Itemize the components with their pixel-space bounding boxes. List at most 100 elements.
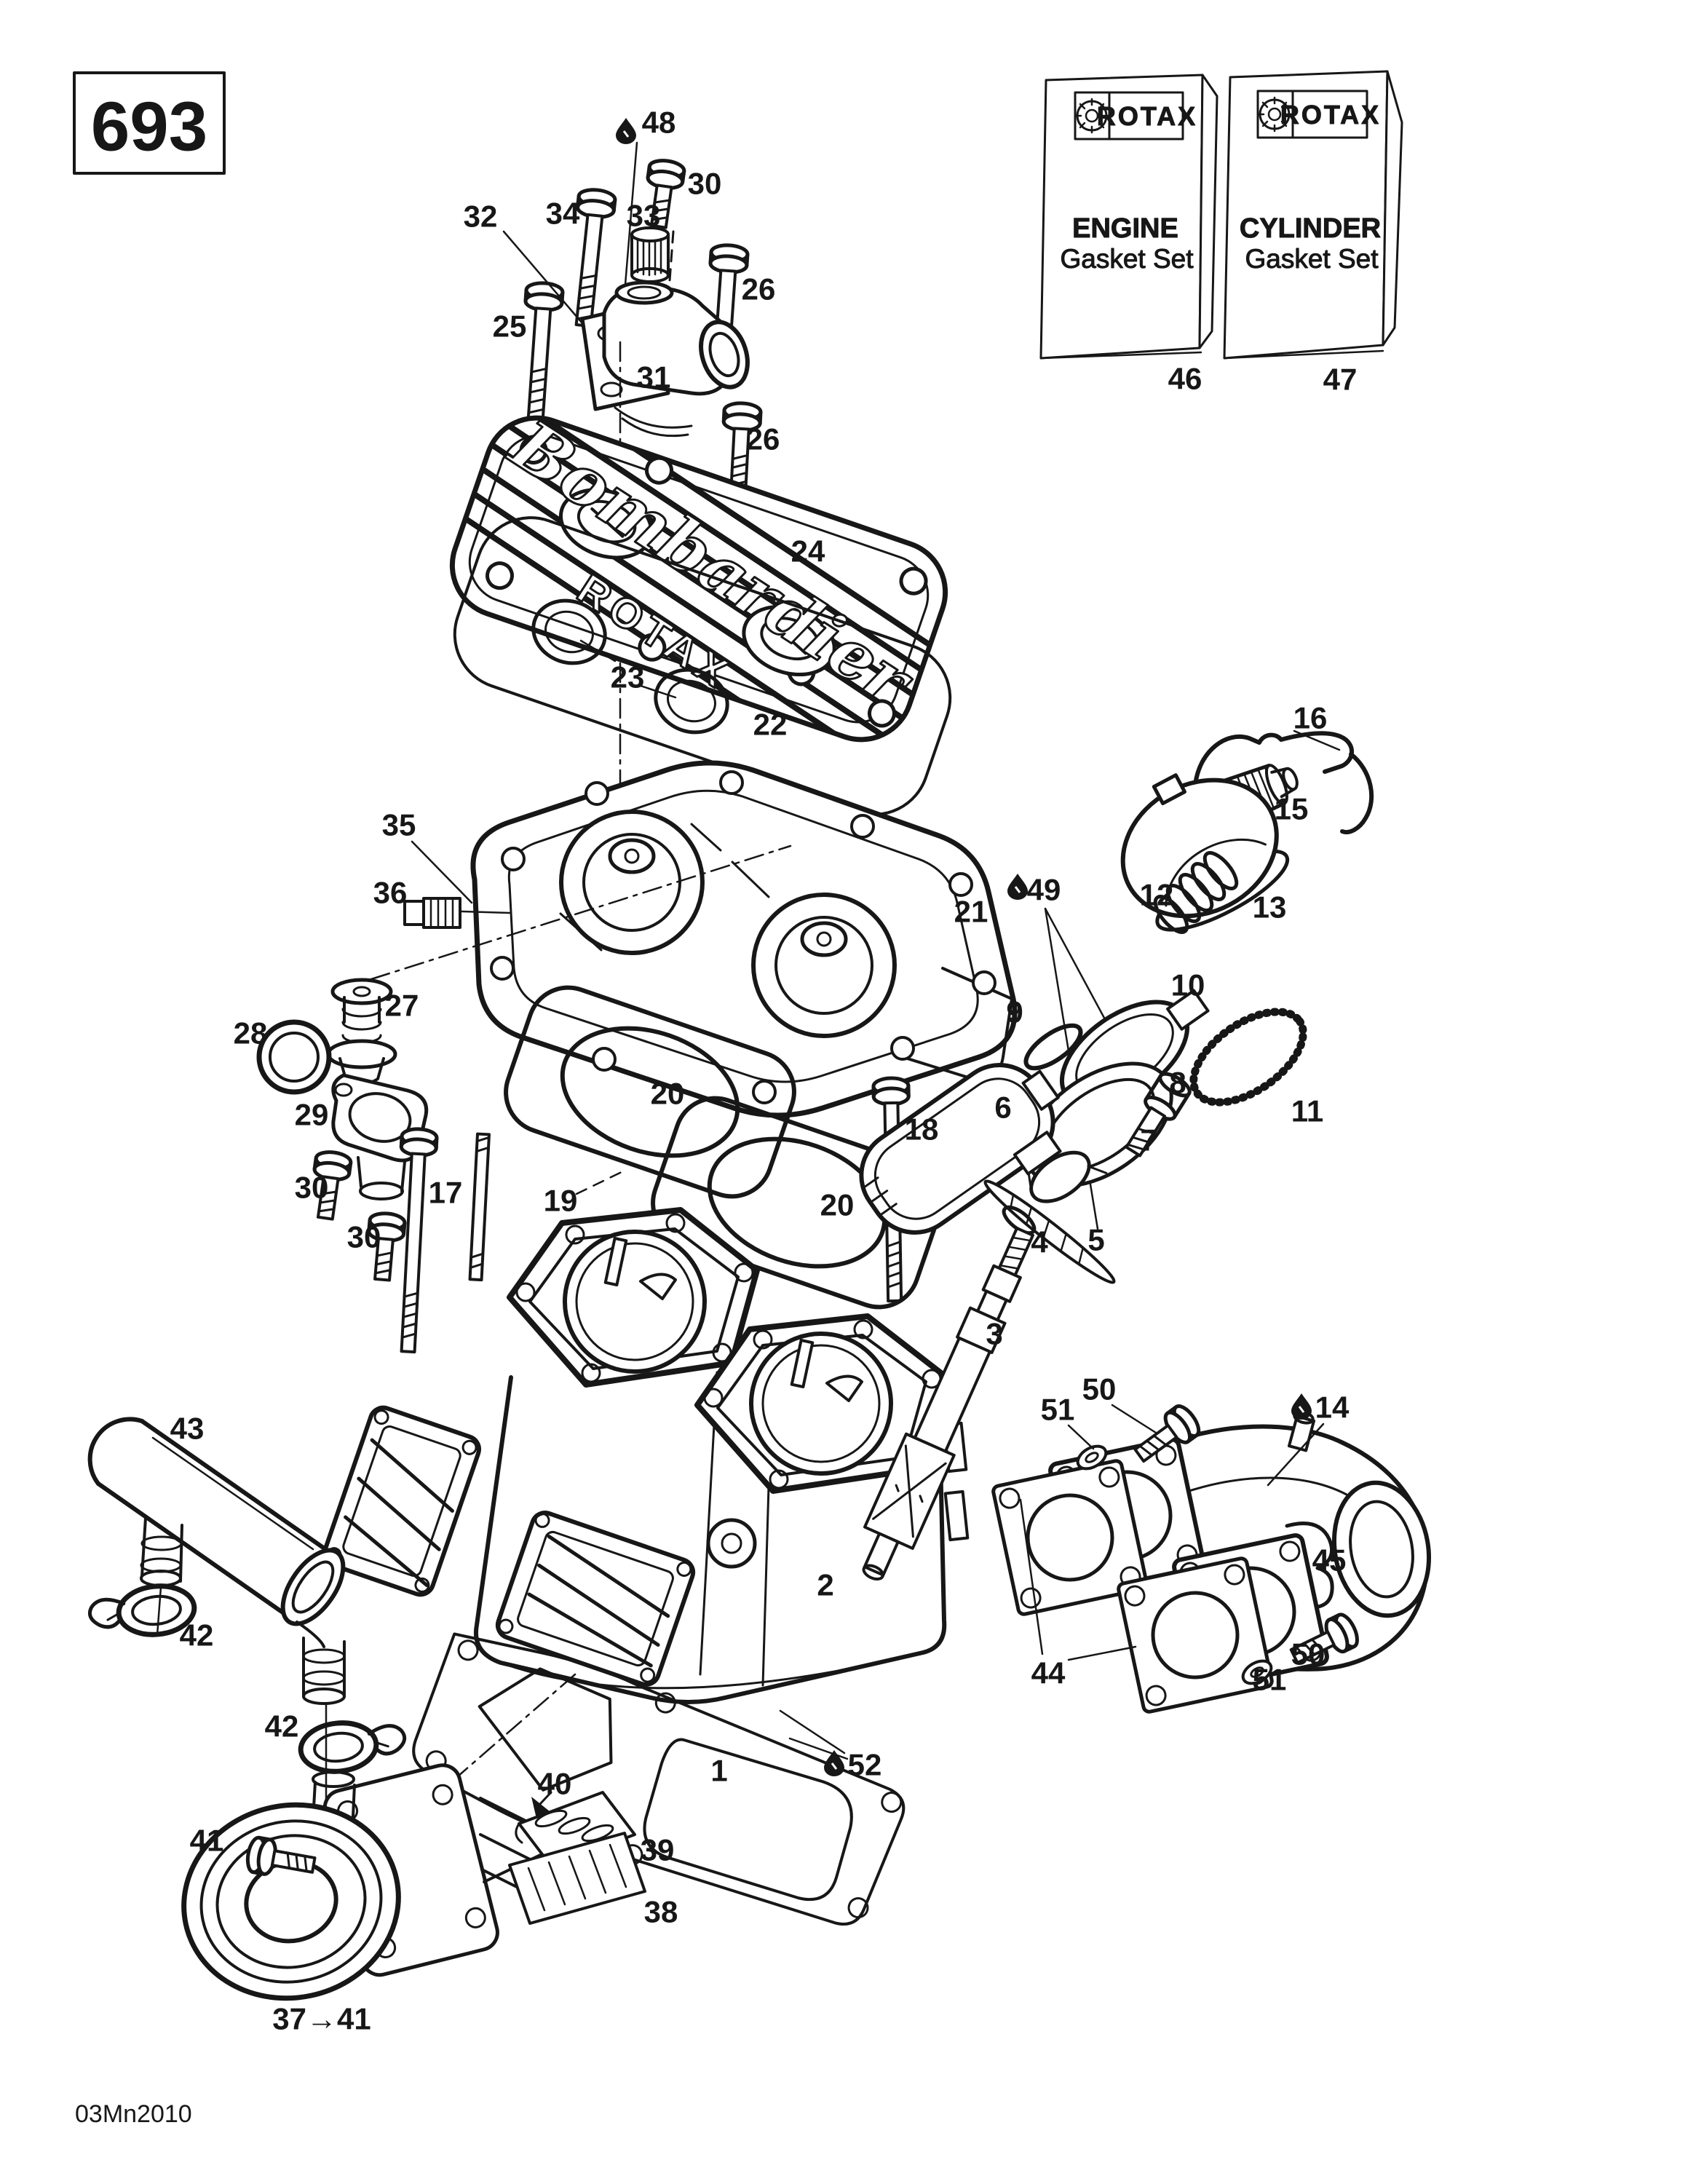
part-callout-11: 11 [1291, 1094, 1323, 1128]
part-callout-41: 41 [190, 1824, 224, 1858]
part-callout-2: 2 [817, 1568, 833, 1602]
coolant-tube-43 [87, 1417, 346, 1705]
o-ring-11 [1189, 1008, 1307, 1107]
cylinder-gasket-set-package: ROTAX CYLINDER Gasket Set [1223, 70, 1403, 360]
part-callout-39: 39 [641, 1833, 675, 1867]
model-number: 693 [91, 88, 207, 166]
part-callout-12: 12 [1140, 878, 1174, 912]
direction-arrow-40 [531, 1791, 552, 1819]
part-callout-51: 51 [1041, 1393, 1075, 1427]
part-callout-52: 52 [848, 1748, 882, 1782]
brand-text: ROTAX [1097, 101, 1197, 131]
thermostat-housing-31 [580, 280, 750, 438]
o-ring-23a [531, 598, 607, 665]
cylinder-head-21 [470, 760, 1018, 1118]
part-callout-20: 20 [651, 1077, 685, 1111]
o-ring-23b [654, 668, 729, 735]
part-callout-30: 30 [688, 167, 722, 201]
head-gasket-20b [651, 1096, 943, 1310]
cylinder-block-2 [322, 1207, 970, 1704]
socket-bolt-7 [1125, 1072, 1192, 1158]
package-subtitle: Gasket Set [1060, 244, 1194, 274]
part-callout-23: 23 [611, 660, 645, 695]
package-subtitle: Gasket Set [1245, 244, 1379, 274]
part-callout-42: 42 [180, 1618, 214, 1653]
part-callout-18: 18 [905, 1112, 939, 1147]
part-callout-50: 50 [1082, 1372, 1117, 1406]
part-callout-49: 49 [1027, 873, 1061, 907]
oil-drop-icon [614, 116, 638, 146]
part-callout-26: 26 [742, 272, 776, 306]
rotax-gear-icon [1256, 96, 1293, 132]
plug-36 [403, 897, 511, 929]
part-callout-30: 30 [347, 1220, 381, 1254]
part-callout-13: 13 [1253, 890, 1287, 925]
rotax-gear-icon [1074, 98, 1110, 134]
part-callout-40: 40 [538, 1767, 572, 1801]
part-callout-15: 15 [1275, 792, 1309, 826]
rotax-logo: ROTAX [1074, 91, 1197, 141]
part-callout-50: 50 [1291, 1637, 1326, 1671]
bolt-25 [518, 282, 563, 420]
part-callout-31: 31 [637, 360, 671, 395]
part-callout-34: 34 [546, 197, 580, 231]
part-callout-25: 25 [493, 309, 527, 344]
part-callout-8: 8 [1169, 1066, 1186, 1100]
rotax-logo: ROTAX [1256, 90, 1381, 139]
oil-drop-icon [1006, 872, 1029, 901]
exhaust-gasket-44b [1117, 1556, 1274, 1714]
part-callout-17: 17 [429, 1176, 463, 1210]
part-callout-19: 19 [544, 1184, 578, 1218]
model-number-box: 693 [73, 71, 226, 175]
o-ring-4 [1002, 1205, 1037, 1235]
part-callout-1: 1 [710, 1754, 727, 1788]
part-callout-32: 32 [464, 199, 498, 234]
part-callout-22: 22 [753, 708, 788, 742]
part-callout-10: 10 [1171, 968, 1205, 1002]
reed-petal-39 [515, 1791, 636, 1867]
part-callout-29: 29 [295, 1098, 329, 1132]
part-callout-42: 42 [265, 1709, 299, 1744]
part-callout-26: 26 [746, 422, 780, 456]
part-callout-21: 21 [954, 895, 988, 929]
intake-socket-37-41 [181, 1763, 569, 2001]
cover-gasket-22 [453, 516, 952, 816]
part-callout-14: 14 [1315, 1390, 1350, 1425]
part-callout-44: 44 [1031, 1656, 1066, 1690]
gasket-blade-5 [983, 1179, 1116, 1284]
part-callout-48: 48 [642, 106, 676, 140]
part-callout-46: 46 [1168, 362, 1202, 396]
o-ring-9 [1023, 1023, 1083, 1071]
part-callout-43: 43 [170, 1412, 205, 1446]
part-callout-38: 38 [644, 1895, 678, 1929]
part-callout-16: 16 [1293, 701, 1328, 735]
part-callout-35: 35 [382, 808, 416, 842]
part-callout-27: 27 [385, 989, 419, 1023]
package-title: ENGINE [1072, 213, 1178, 244]
o-ring-28 [256, 1019, 332, 1095]
part-callout-36: 36 [373, 876, 408, 910]
hose-clamp-42b [298, 1717, 408, 1776]
part-callout-28: 28 [234, 1016, 268, 1051]
part-callout-30: 30 [295, 1171, 329, 1205]
plug-33 [630, 226, 670, 283]
part-callout-4: 4 [1031, 1225, 1048, 1259]
footer-code: 03Mn2010 [75, 2100, 192, 2128]
brand-text: ROTAX [1280, 100, 1381, 130]
part-callout-45: 45 [1312, 1543, 1347, 1578]
engine-gasket-set-package: ROTAX ENGINE Gasket Set [1039, 74, 1219, 360]
part-callout-6: 6 [994, 1091, 1011, 1125]
oil-drop-icon [1290, 1392, 1313, 1421]
spring-12 [1153, 851, 1239, 934]
stud-17b [470, 1134, 489, 1281]
package-title: CYLINDER [1240, 213, 1381, 244]
reed-cage-1 [322, 1405, 481, 1597]
part-callout-20: 20 [820, 1188, 855, 1222]
part-callout-33: 33 [627, 199, 661, 233]
part-callout-47: 47 [1323, 363, 1358, 397]
pump-housing-8 [1023, 1061, 1173, 1203]
part-callout-7: 7 [1140, 1123, 1157, 1158]
